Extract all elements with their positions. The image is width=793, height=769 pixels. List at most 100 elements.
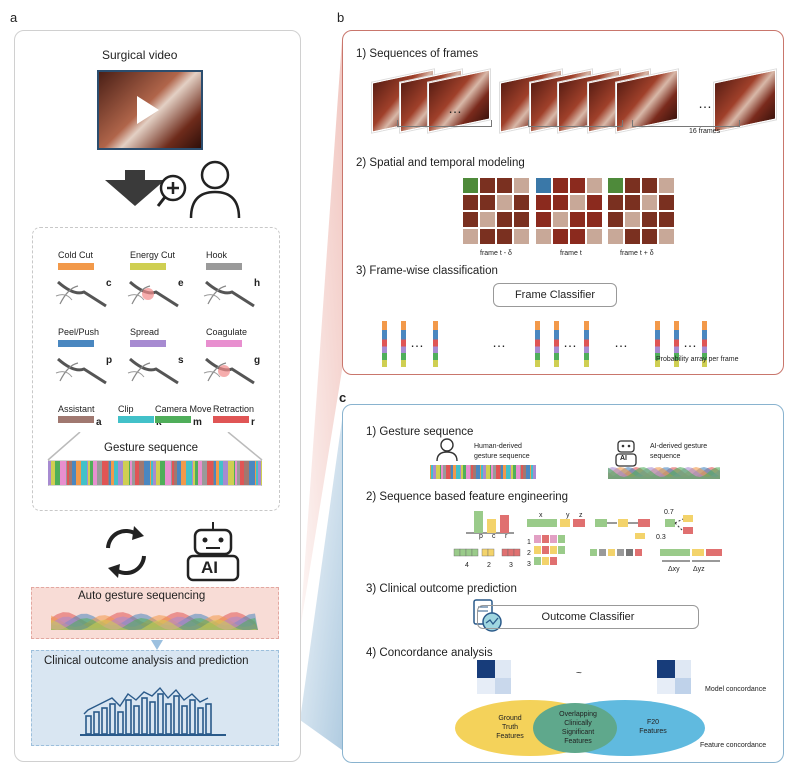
frame-bracket	[528, 120, 623, 127]
gesture-swatch	[130, 263, 166, 270]
grid-cell	[497, 212, 512, 227]
xyz-y: y	[566, 512, 570, 519]
person-icon	[200, 160, 230, 190]
delta-yz: Δyz	[693, 566, 705, 573]
panel-label-c: c	[339, 390, 347, 405]
grid-cell	[553, 178, 568, 193]
grid-cell	[659, 212, 674, 227]
gesture-swatch	[155, 416, 191, 423]
frame-label-minus: frame t - δ	[480, 250, 512, 257]
feature-engineering-graphic	[453, 511, 722, 565]
grid-cell	[480, 178, 495, 193]
gesture-swatch	[118, 416, 154, 423]
gesture-name: Camera Move	[155, 404, 212, 414]
grid-marker	[463, 178, 478, 193]
frame-bracket	[632, 120, 740, 127]
grid-cell	[553, 212, 568, 227]
gesture-name: Cold Cut	[58, 250, 94, 260]
sync-icon	[106, 528, 138, 549]
magnifier-icon	[159, 174, 187, 202]
grid-cell	[463, 229, 478, 244]
gesture-letter: h	[254, 278, 261, 289]
grid-cell	[587, 178, 602, 193]
sequence-zoom-lines	[47, 432, 263, 461]
num-4: 4	[465, 562, 469, 569]
down-arrow-icon	[105, 170, 165, 206]
ellipsis: …	[448, 100, 462, 116]
ellipsis: …	[614, 334, 628, 350]
gesture-name: Retraction	[213, 404, 255, 414]
gesture-name: Energy Cut	[130, 250, 176, 260]
panel-b	[342, 30, 784, 375]
probability-bar	[584, 321, 589, 367]
grid-cell	[497, 229, 512, 244]
flow-arrow-icon	[151, 640, 163, 650]
panel-c	[342, 404, 784, 763]
ai-sequence-bar	[608, 467, 720, 479]
probability-bar	[655, 321, 660, 367]
gesture-letter: p	[106, 355, 113, 366]
gesture-letter: a	[96, 417, 102, 428]
idx-3: 3	[527, 561, 531, 568]
probability-bar	[433, 321, 438, 367]
clinical-chart	[80, 686, 226, 736]
gesture-letter: r	[251, 417, 255, 428]
panel-label-a: a	[10, 10, 18, 25]
probability-bar	[674, 321, 679, 367]
instrument-icon	[202, 274, 260, 312]
grid-cell	[514, 178, 529, 193]
instrument-icon	[126, 351, 184, 389]
auto-sequence-stream	[51, 612, 258, 630]
gesture-name: Coagulate	[206, 327, 248, 337]
grid-marker	[536, 178, 551, 193]
video-thumbnail[interactable]	[97, 70, 203, 150]
grid-cell	[625, 195, 640, 210]
gesture-letter: g	[254, 355, 261, 366]
ai-sync-icons	[106, 522, 240, 582]
grid-cell	[570, 212, 585, 227]
auto-sequencing-label: Auto gesture sequencing	[78, 590, 206, 602]
grid-cell	[642, 195, 657, 210]
gesture-sequence-label: Gesture sequence	[104, 442, 198, 454]
grid-cell	[608, 195, 623, 210]
grid-cell	[480, 195, 495, 210]
gesture-name: Peel/Push	[58, 327, 100, 337]
gesture-letter: m	[193, 417, 202, 428]
gesture-swatch	[58, 416, 94, 423]
num-2: 2	[487, 562, 491, 569]
idx-1: 1	[527, 539, 531, 546]
heatmap-left	[477, 660, 511, 694]
b-step1: 1) Sequences of frames	[356, 48, 479, 60]
gesture-swatch	[213, 416, 249, 423]
frames-note: 16 frames	[689, 128, 721, 135]
xyz-z: z	[579, 512, 583, 519]
instrument-icon	[202, 351, 260, 389]
grid-cell	[625, 212, 640, 227]
grid-cell	[608, 212, 623, 227]
gesture-swatch	[130, 340, 166, 347]
gesture-box	[32, 227, 280, 511]
play-icon[interactable]	[137, 96, 159, 124]
human-seq-label: Human-derived gesture sequence	[474, 443, 530, 460]
frame-label-plus: frame t + δ	[620, 250, 654, 257]
gesture-letter: e	[178, 278, 184, 289]
num-3: 3	[509, 562, 513, 569]
grid-cell	[553, 195, 568, 210]
heatmap-right	[657, 660, 691, 694]
b-step2: 2) Spatial and temporal modeling	[356, 157, 525, 169]
grid-cell	[587, 212, 602, 227]
instrument-icon	[126, 274, 184, 312]
gesture-swatch	[58, 340, 94, 347]
ellipsis: …	[683, 334, 697, 350]
grid-cell	[570, 229, 585, 244]
gesture-name: Hook	[206, 250, 228, 260]
probability-bar	[401, 321, 406, 367]
grid-cell	[497, 178, 512, 193]
grid-cell	[587, 195, 602, 210]
probability-bar	[535, 321, 540, 367]
analyst-icon	[105, 160, 241, 219]
gesture-swatch	[58, 263, 94, 270]
gesture-name: Clip	[118, 404, 134, 414]
ai-label: AI	[201, 558, 218, 577]
